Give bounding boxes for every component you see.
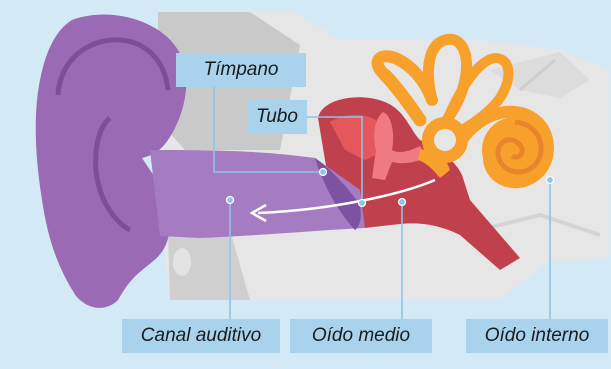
earlobe-highlight (173, 248, 191, 276)
label-tubo: Tubo (247, 100, 307, 134)
label-oido-medio: Oído medio (290, 319, 432, 353)
label-oido-interno: Oído interno (466, 319, 608, 353)
label-timpano: Tímpano (176, 53, 306, 87)
label-canal-auditivo: Canal auditivo (122, 319, 280, 353)
